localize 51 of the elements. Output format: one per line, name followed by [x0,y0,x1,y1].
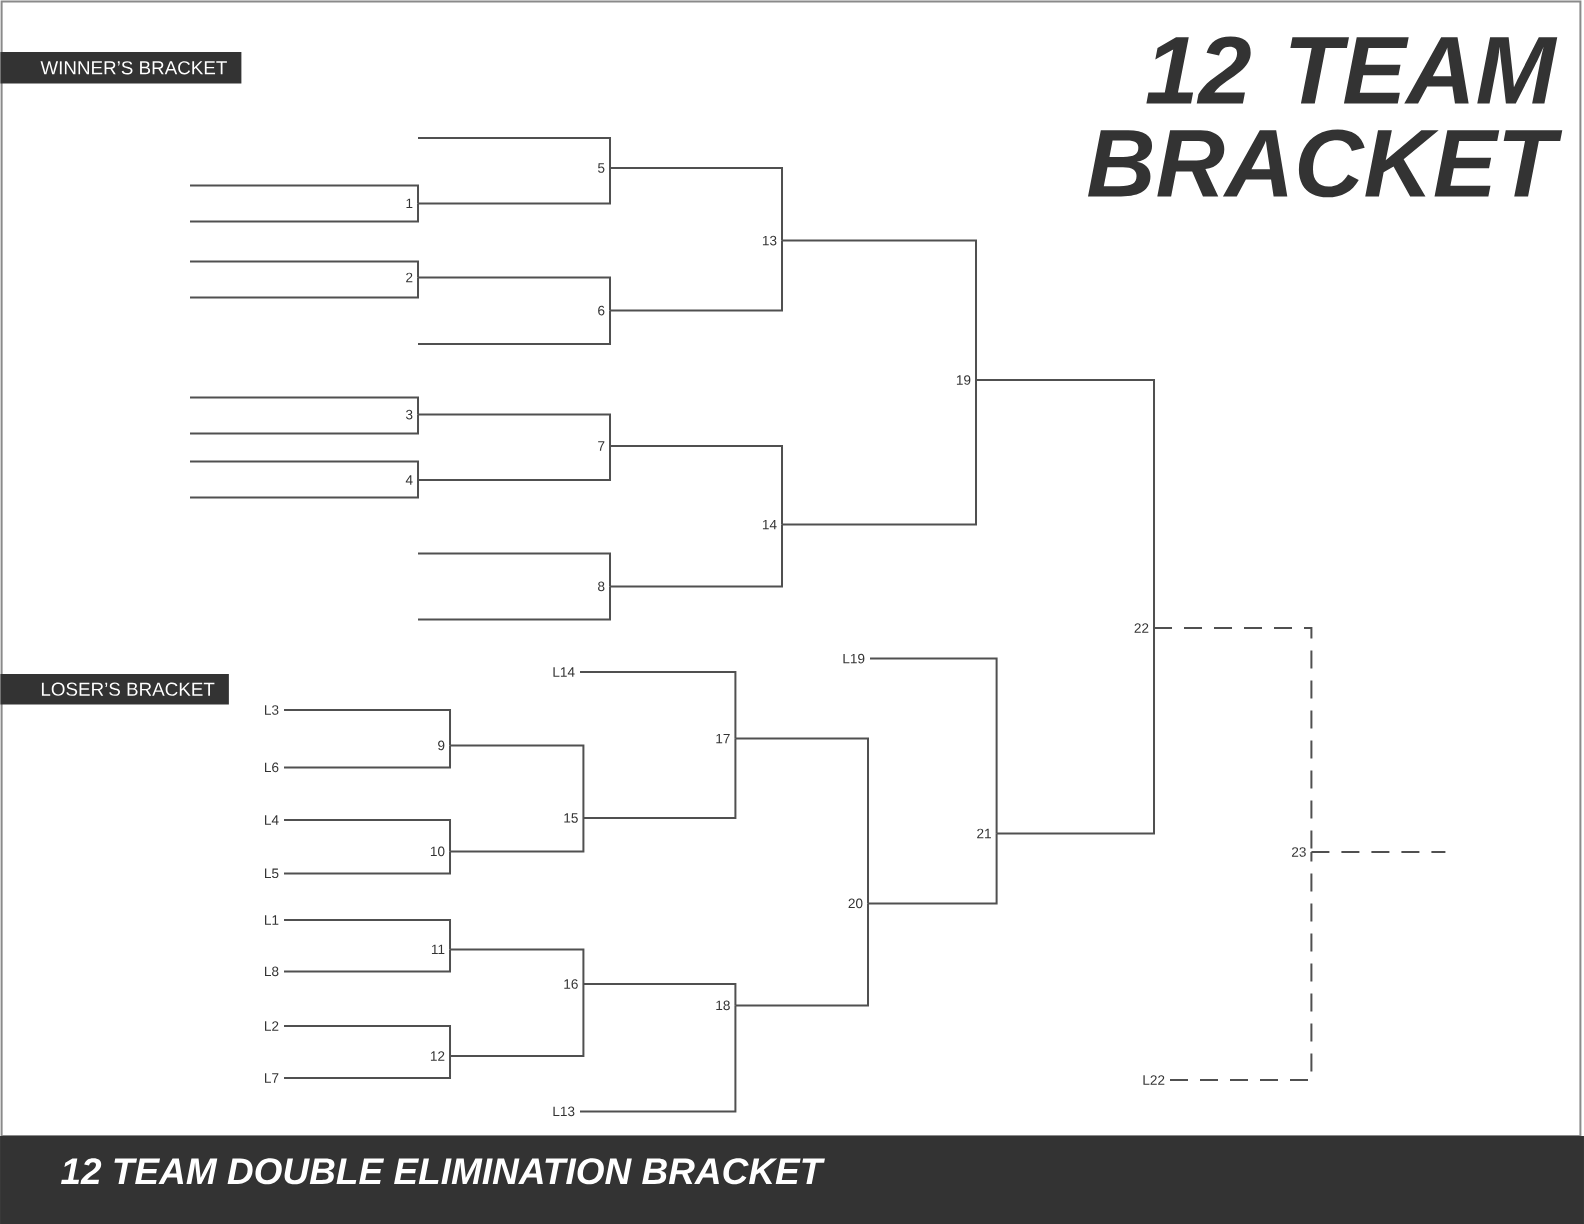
bracket-line [449,948,585,985]
bracket-line [975,379,1155,629]
bracket-line [283,709,451,747]
bracket-line [582,737,737,819]
bracket-line [283,1025,451,1057]
bracket-line [609,523,783,588]
bracket-line [283,948,451,973]
bracket-line [449,744,585,819]
bracket-line [283,1055,451,1079]
fill-in-line [189,276,419,299]
bracket-line [417,276,611,312]
fill-in-line [189,184,419,205]
bracket-line [609,445,783,526]
bracket-line [995,627,1155,835]
bracket-line [417,445,611,481]
fill-in-line [417,552,611,588]
section-tab: LOSER’S BRACKET [0,673,229,705]
section-tab: WINNER’S BRACKET [0,52,242,84]
bracket-line [1169,851,1313,1081]
bracket-line [283,819,451,853]
bracket-line [417,167,611,205]
bracket-line [283,919,451,951]
bracket-line [1153,627,1313,853]
bracket-line [734,737,869,905]
fill-in-line [189,460,419,481]
fill-in-line [189,413,419,435]
title: 12 TEAM BRACKET [1088,36,1563,198]
fill-in-line [417,585,611,621]
fill-in-line [189,202,419,223]
fill-in-line [417,137,611,169]
fill-in-line [189,396,419,416]
bracket-line [449,817,585,853]
bracket-line [609,167,783,242]
bracket-line [781,379,977,526]
bracket-line [283,850,451,875]
fill-in-line [189,479,419,499]
bracket-line [582,983,737,1007]
bracket-line [579,671,737,740]
bracket-line [781,239,977,381]
bracket-line [609,239,783,312]
fill-in-line [189,260,419,279]
fill-in-line [1310,851,1447,853]
caption: 12 TEAM DOUBLE ELIMINATION BRACKET [61,1158,825,1185]
bracket-line [417,413,611,447]
bracket-line [579,1004,737,1113]
bracket-line [449,983,585,1057]
fill-in-line [417,309,611,345]
bracket-line [867,832,998,905]
bracket-line [283,744,451,769]
bracket-line [869,657,998,835]
bracket-line [734,902,869,1007]
